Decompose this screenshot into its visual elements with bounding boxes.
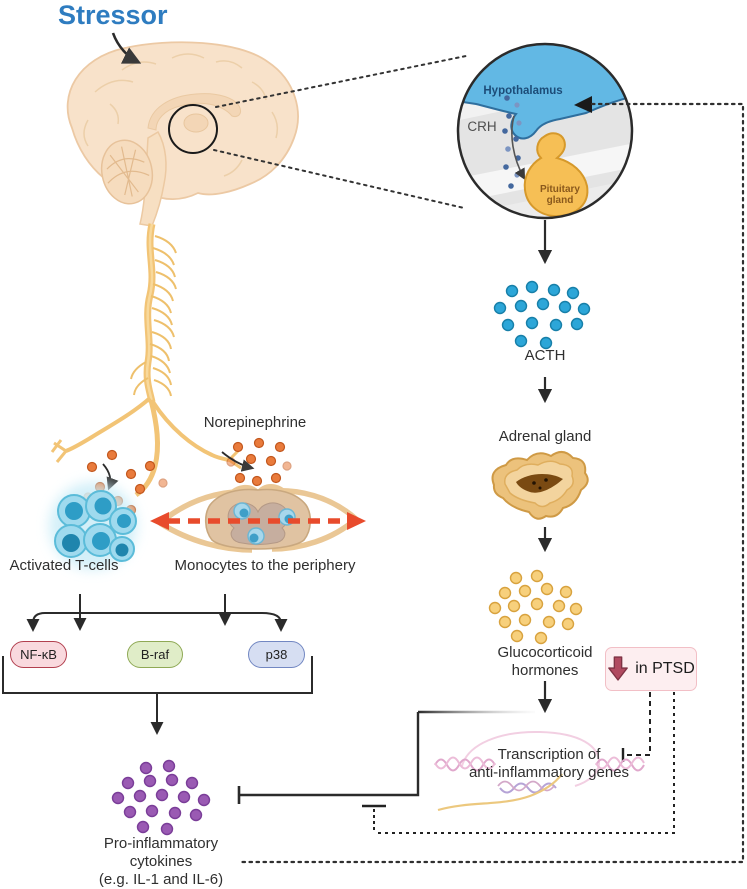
- thalamus: [183, 113, 209, 133]
- cerebellum: [100, 139, 154, 205]
- ptsd-in-ptsd-badge: in PTSD: [605, 647, 697, 691]
- t-cell: [54, 524, 88, 558]
- stressor-arrow: [111, 32, 142, 64]
- pituitary-label-line1: Pituitary: [540, 184, 580, 195]
- p38-pathway-pill: p38: [248, 641, 305, 668]
- crh-label: CRH: [467, 119, 496, 134]
- t-cell: [109, 536, 135, 562]
- brain-gyri: [83, 53, 279, 177]
- t-cell: [83, 523, 117, 557]
- transcription-line2: anti-inflammatory genes: [468, 764, 630, 781]
- pituitary-label-line2: gland: [547, 195, 574, 206]
- acth-label: ACTH: [524, 347, 566, 364]
- glucocorticoid-dots: [488, 569, 583, 645]
- feedback-arrowhead-icon: [574, 96, 592, 113]
- glucocorticoid-hormones-label: Glucocorticoid hormones: [497, 644, 592, 680]
- monocyte-traffic-arrow: [150, 512, 366, 530]
- norepinephrine-label: Norepinephrine: [203, 414, 307, 431]
- decrease-arrow-icon: [608, 656, 629, 681]
- crh-flow-arrow: [511, 115, 526, 180]
- stressor-label: Stressor: [58, 0, 168, 30]
- glucocorticoid-line1: Glucocorticoid: [497, 644, 593, 661]
- nerve-terminal-left: [50, 439, 68, 463]
- acth-dots: [493, 280, 591, 350]
- brain-illustration: [66, 41, 299, 227]
- spinal-cross-section: [150, 484, 366, 553]
- nerve-rootlets: [130, 235, 177, 397]
- nfkb-pathway-pill: NF-κB: [10, 641, 67, 668]
- pathway-arrows: [26, 594, 288, 632]
- cytokines-label: Pro-inflammatory cytokines (e.g. IL-1 an…: [99, 835, 223, 889]
- hypothalamus-pituitary-inset: Hypothalamus CRH Pituitary gland: [456, 42, 634, 220]
- pituitary-shape: [523, 132, 589, 218]
- zoom-connector-lines: [213, 55, 467, 209]
- transcription-label: Transcription of anti-inflammatory genes: [469, 746, 629, 782]
- dna-illustration: [434, 730, 645, 812]
- cytokines-line3: (e.g. IL-1 and IL-6): [98, 871, 224, 888]
- t-cell: [109, 507, 137, 535]
- t-cell: [85, 490, 117, 522]
- hypothalamus-zoom-circle: [168, 104, 218, 154]
- adrenal-gland-illustration: [491, 451, 589, 520]
- t-cell: [57, 494, 91, 528]
- cytokines-line1: Pro-inflammatory: [103, 835, 219, 852]
- ptsd-label: in PTSD: [635, 660, 695, 677]
- transcription-line1: Transcription of: [497, 746, 601, 763]
- pathway-bracket: [2, 656, 313, 735]
- activated-tcells-illustration: [49, 482, 137, 570]
- monocytes-label: Monocytes to the periphery: [174, 557, 356, 574]
- cytokine-dots: [111, 759, 211, 836]
- release-arrow-right: [221, 451, 255, 472]
- glucocorticoid-line2: hormones: [511, 662, 579, 679]
- adrenal-gland-label: Adrenal gland: [498, 428, 592, 445]
- glucocorticoid-inhibition-line: [237, 710, 535, 804]
- hypothalamus-label: Hypothalamus: [483, 85, 562, 97]
- sympathetic-nerve: [50, 223, 242, 498]
- corpus-callosum: [147, 93, 241, 131]
- activated-tcells-label: Activated T-cells: [9, 557, 119, 574]
- braf-pathway-pill: B-raf: [127, 641, 183, 668]
- cytokines-line2: cytokines: [129, 853, 193, 870]
